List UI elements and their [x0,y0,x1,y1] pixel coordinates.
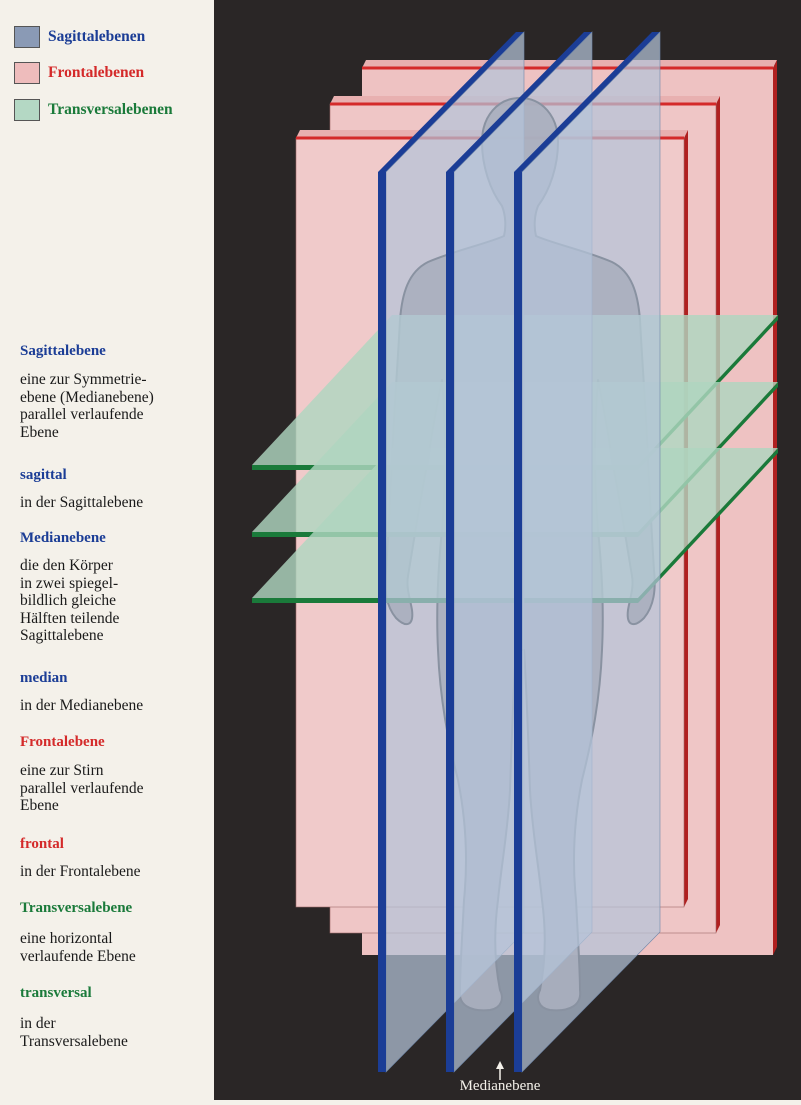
legend-transversal: Transversalebenen [14,97,173,123]
legend-frontal-label: Frontalebenen [48,64,144,82]
term-frontalebene: Frontalebene [20,734,105,751]
term-transversalebene: Transversalebene [20,900,132,917]
term-medianebene: Medianebene [20,530,106,547]
desc-medianebene: die den Körper in zwei spiegel- bildlich… [20,557,119,645]
term-transversal: transversal [20,985,92,1002]
desc-frontal: in der Frontalebene [20,863,141,881]
desc-frontalebene: eine zur Stirn parallel verlaufende Eben… [20,762,144,815]
term-median: median [20,670,68,687]
desc-median: in der Medianebene [20,697,143,715]
desc-sagittalebene: eine zur Symmetrie- ebene (Medianebene) … [20,371,154,441]
sagittal-plane-right [514,32,660,1072]
term-sagittalebene: Sagittalebene [20,343,106,360]
legend-frontal-swatch [14,62,40,84]
term-sagittal: sagittal [20,467,67,484]
median-plane-label: Medianebene [450,1078,550,1095]
legend-sagittal-swatch [14,26,40,48]
term-frontal: frontal [20,836,64,853]
desc-sagittal: in der Sagittalebene [20,494,143,512]
legend-panel: Sagittalebenen Frontalebenen Transversal… [0,0,214,1100]
desc-transversalebene: eine horizontal verlaufende Ebene [20,930,136,965]
desc-transversal: in der Transversalebene [20,1015,128,1050]
anatomical-planes-figure [214,0,801,1100]
legend-sagittal-label: Sagittalebenen [48,28,145,46]
legend-transversal-label: Transversalebenen [48,101,173,119]
planes-illustration [214,0,801,1100]
legend-frontal: Frontalebenen [14,60,144,86]
legend-sagittal: Sagittalebenen [14,24,145,50]
legend-transversal-swatch [14,99,40,121]
